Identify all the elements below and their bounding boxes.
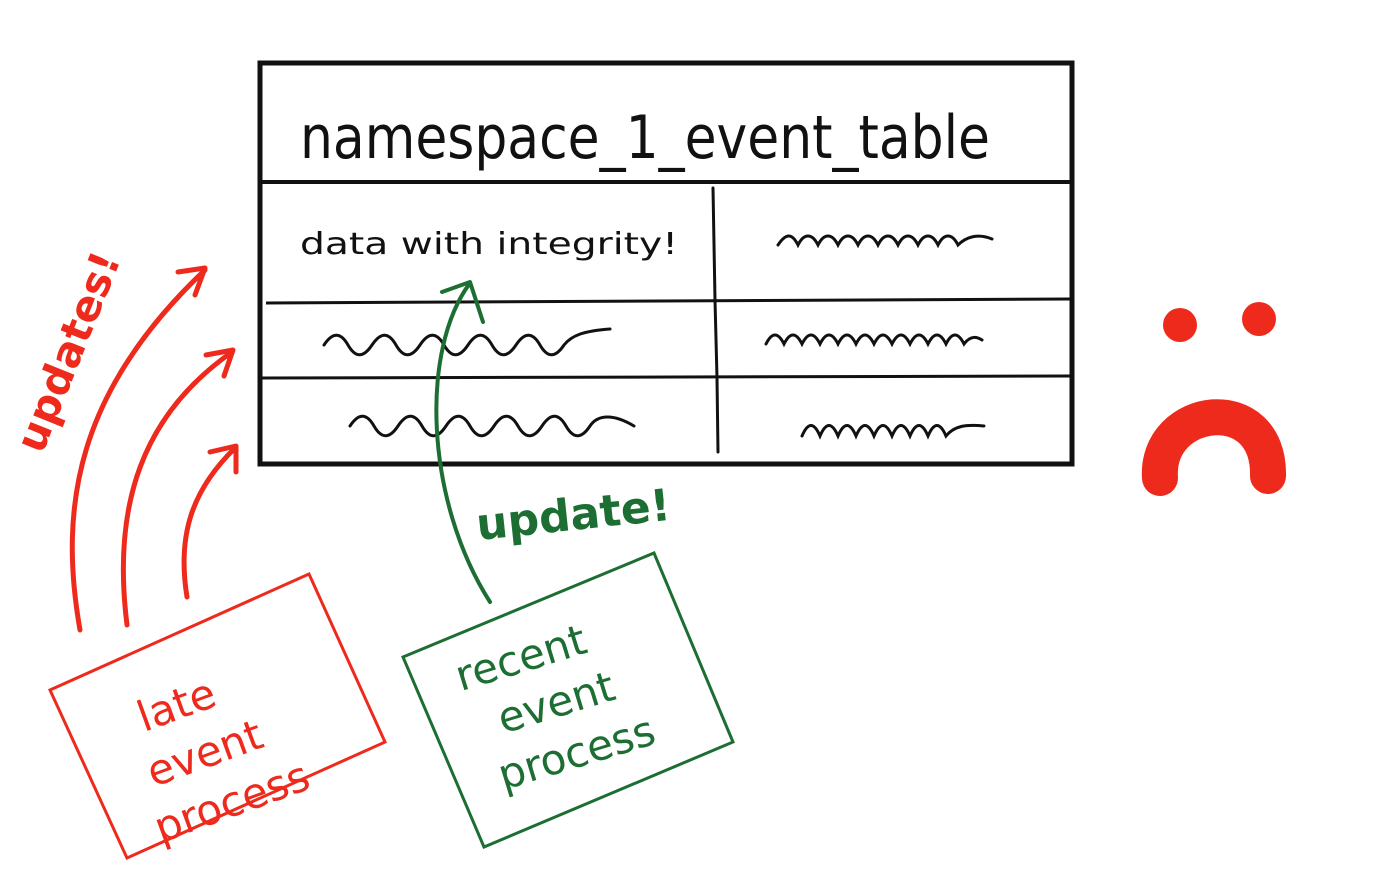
late-update-arrow-3	[181, 443, 239, 600]
table-title: namespace_1_event_table	[300, 103, 990, 173]
sad-face-mouth	[1141, 399, 1287, 496]
table-column-divider	[711, 186, 720, 454]
cell-squiggle	[800, 423, 986, 440]
sad-face-icon	[1141, 302, 1287, 496]
cell-squiggle	[764, 333, 984, 348]
cell-squiggle	[348, 414, 636, 438]
table-cell-data-with-integrity: data with integrity!	[300, 227, 678, 262]
event-table: namespace_1_event_table data with integr…	[257, 60, 1075, 467]
sad-face-right-eye	[1242, 302, 1276, 336]
recent-update-label: update!	[474, 480, 673, 551]
late-updates-label: updates!	[6, 245, 131, 459]
cell-squiggle	[322, 327, 612, 357]
late-process-box	[48, 572, 387, 860]
table-row-divider-1	[265, 297, 1071, 305]
cell-squiggle	[776, 234, 994, 249]
table-border	[257, 60, 1075, 467]
table-row-divider-2	[261, 374, 1071, 380]
late-update-arrow-1	[69, 265, 208, 633]
sad-face-left-eye	[1163, 308, 1197, 342]
recent-event-process: recent event process update!	[401, 280, 735, 849]
recent-update-arrow	[434, 280, 492, 604]
late-event-process: late event process updates!	[6, 245, 387, 860]
recent-process-box	[401, 551, 735, 849]
late-update-arrow-2	[120, 347, 236, 628]
